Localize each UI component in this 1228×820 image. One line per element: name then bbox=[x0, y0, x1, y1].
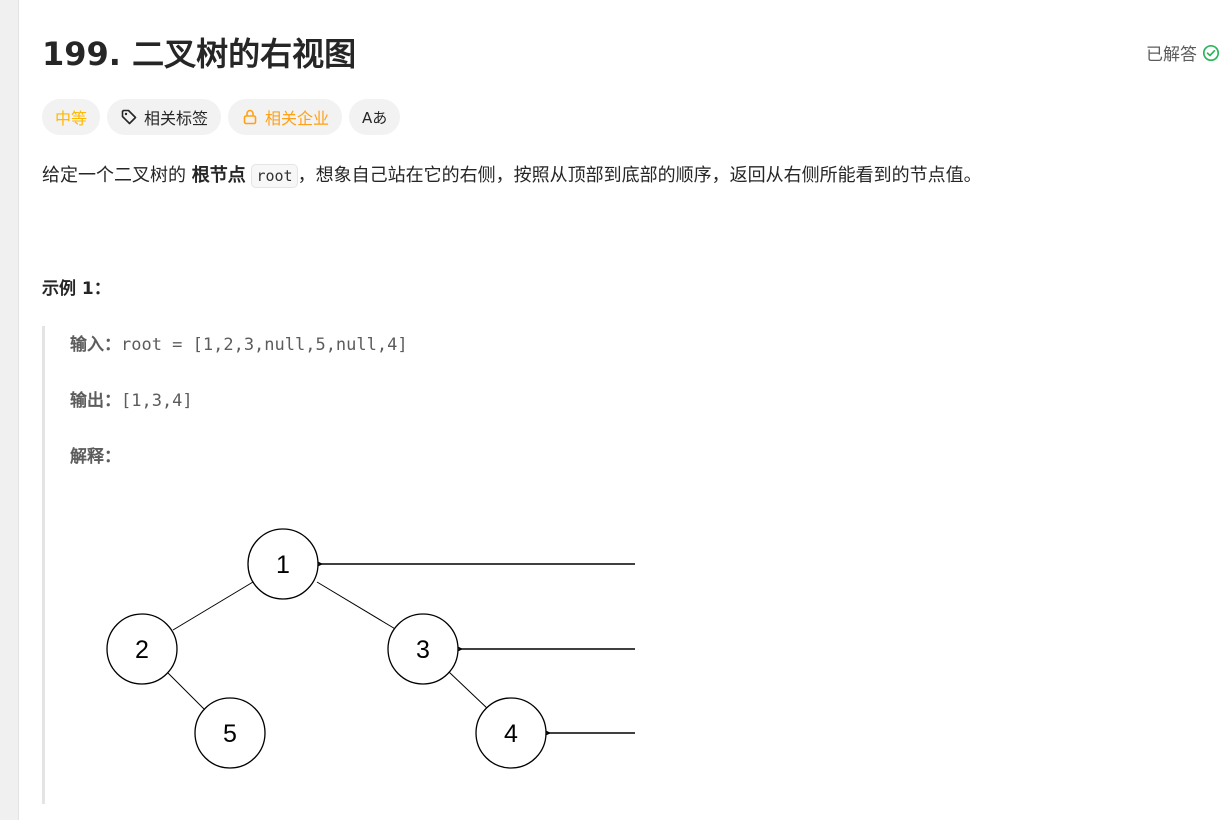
edge-1-2 bbox=[172, 581, 254, 631]
tree-node-3: 3 bbox=[387, 613, 459, 685]
font-toggle-button[interactable]: Aあ bbox=[349, 99, 401, 135]
solved-status: 已解答 bbox=[1146, 40, 1220, 65]
input-value: root = [1,2,3,null,5,null,4] bbox=[121, 335, 408, 355]
description-text-2: ，想象自己站在它的右侧，按照从顶部到底部的顺序，返回从右侧所能看到的节点值。 bbox=[297, 165, 982, 186]
tree-node-2: 2 bbox=[106, 613, 178, 685]
example-1-block: 输入：root = [1,2,3,null,5,null,4] 输出：[1,3,… bbox=[42, 326, 745, 804]
difficulty-label: 中等 bbox=[55, 109, 88, 128]
explanation-label: 解释： bbox=[70, 447, 121, 467]
output-value: [1,3,4] bbox=[121, 391, 193, 411]
related-companies-button[interactable]: 相关企业 bbox=[228, 99, 343, 135]
related-tags-label: 相关标签 bbox=[144, 109, 209, 128]
binary-tree-diagram: 1 2 3 5 4 bbox=[106, 528, 635, 769]
input-label: 输入： bbox=[70, 335, 121, 355]
tree-node-4: 4 bbox=[475, 697, 547, 769]
output-label: 输出： bbox=[70, 391, 121, 411]
example-1-title: 示例 1： bbox=[42, 279, 111, 299]
svg-text:3: 3 bbox=[416, 636, 430, 664]
edge-2-5 bbox=[166, 671, 206, 711]
tree-node-1: 1 bbox=[247, 528, 319, 600]
related-tags-button[interactable]: 相关标签 bbox=[107, 99, 222, 135]
svg-text:1: 1 bbox=[276, 551, 290, 579]
font-toggle-label: Aあ bbox=[362, 108, 388, 127]
solved-label: 已解答 bbox=[1146, 45, 1197, 65]
problem-description: 给定一个二叉树的 根节点 root，想象自己站在它的右侧，按照从顶部到底部的顺序… bbox=[42, 162, 982, 190]
edge-3-4 bbox=[448, 671, 490, 711]
example-output: 输出：[1,3,4] bbox=[70, 386, 193, 411]
edge-1-3 bbox=[316, 581, 398, 631]
lock-icon bbox=[243, 109, 257, 125]
svg-text:4: 4 bbox=[504, 720, 518, 748]
tree-node-5: 5 bbox=[194, 697, 266, 769]
svg-text:2: 2 bbox=[135, 636, 149, 664]
problem-title: 199. 二叉树的右视图 bbox=[42, 35, 357, 73]
example-explanation: 解释： bbox=[70, 442, 121, 467]
left-panel-edge bbox=[0, 0, 19, 820]
tag-icon bbox=[121, 109, 137, 125]
svg-text:5: 5 bbox=[223, 720, 237, 748]
example-input: 输入：root = [1,2,3,null,5,null,4] bbox=[70, 330, 408, 355]
tag-row: 中等 相关标签 相关企业 Aあ bbox=[42, 99, 401, 135]
related-companies-label: 相关企业 bbox=[265, 109, 330, 128]
check-circle-icon bbox=[1202, 44, 1220, 61]
inline-code-root: root bbox=[251, 164, 298, 188]
description-bold: 根节点 bbox=[191, 165, 246, 186]
difficulty-badge[interactable]: 中等 bbox=[42, 99, 101, 135]
description-text-1: 给定一个二叉树的 bbox=[42, 165, 192, 186]
